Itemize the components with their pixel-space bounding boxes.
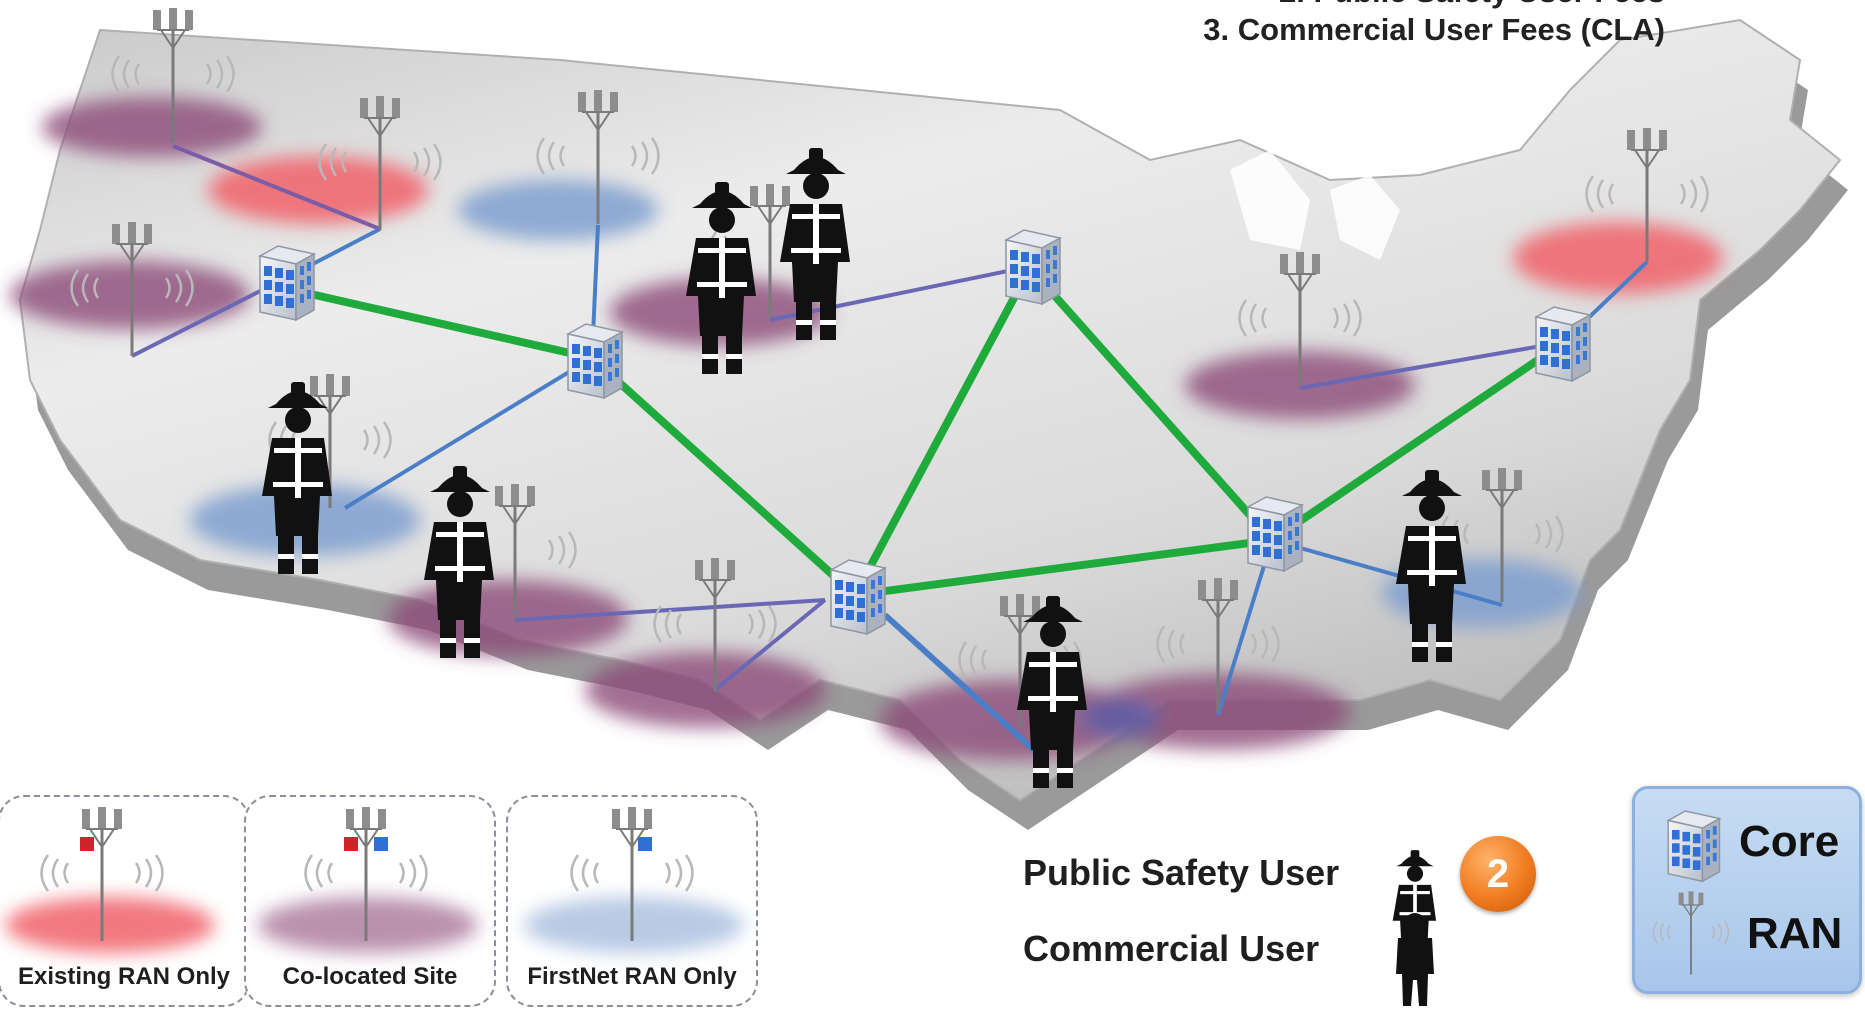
coverage-colocated [585, 652, 825, 728]
person-icon [1396, 913, 1434, 1006]
key-ran-label: RAN [1747, 909, 1843, 958]
ran-links [131, 144, 1649, 763]
legend-colocated: Co-located Site [244, 795, 496, 1007]
coverage-firstnet [458, 180, 658, 240]
coverage-existing [208, 156, 428, 224]
core-links [283, 265, 1563, 599]
legend-existing-ran: Existing RAN Only [0, 795, 250, 1007]
existing-ran-marker [80, 837, 94, 851]
fee-line-commercial: 3. Commercial User Fees (CLA) [1203, 12, 1665, 47]
legend-firstnet-graphic [524, 805, 744, 953]
data-center-building-icon [830, 559, 886, 635]
key-core-label: Core [1739, 817, 1840, 866]
legend-firstnet-ran: FirstNet RAN Only [506, 795, 758, 1007]
public-safety-user-label: Public Safety User [1023, 852, 1340, 893]
data-center-building-icon [1005, 229, 1061, 305]
data-center-building-icon [259, 245, 315, 321]
step-number-badge: 2 [1460, 836, 1536, 912]
coverage-firstnet [1080, 698, 1160, 738]
data-center-building-icon [1535, 306, 1591, 382]
user-legend-icons [1392, 850, 1437, 1006]
legend-colocated-label: Co-located Site [282, 963, 458, 990]
data-center-building-icon [567, 323, 623, 399]
legend-colocated-graphic [258, 805, 478, 953]
data-center-building-icon [1247, 496, 1303, 572]
fee-line-public-safety: 2. Public Safety User Fees [1279, 0, 1665, 10]
core-ran-key: Core RAN [1632, 786, 1862, 994]
coverage-colocated [388, 580, 628, 656]
coverage-colocated [10, 261, 250, 329]
firstnet-ran-marker [638, 837, 652, 851]
coverage-colocated [42, 97, 262, 157]
legend-existing-graphic [5, 805, 215, 953]
data-center-building-icon [1667, 810, 1721, 883]
firstnet-ran-marker [374, 837, 388, 851]
coverage-existing [1513, 222, 1723, 294]
legend-existing-label: Existing RAN Only [17, 963, 231, 990]
existing-ran-marker [344, 837, 358, 851]
commercial-user-label: Commercial User [1023, 928, 1320, 969]
legend-firstnet-label: FirstNet RAN Only [527, 963, 737, 990]
cell-tower-icon [1652, 890, 1730, 976]
